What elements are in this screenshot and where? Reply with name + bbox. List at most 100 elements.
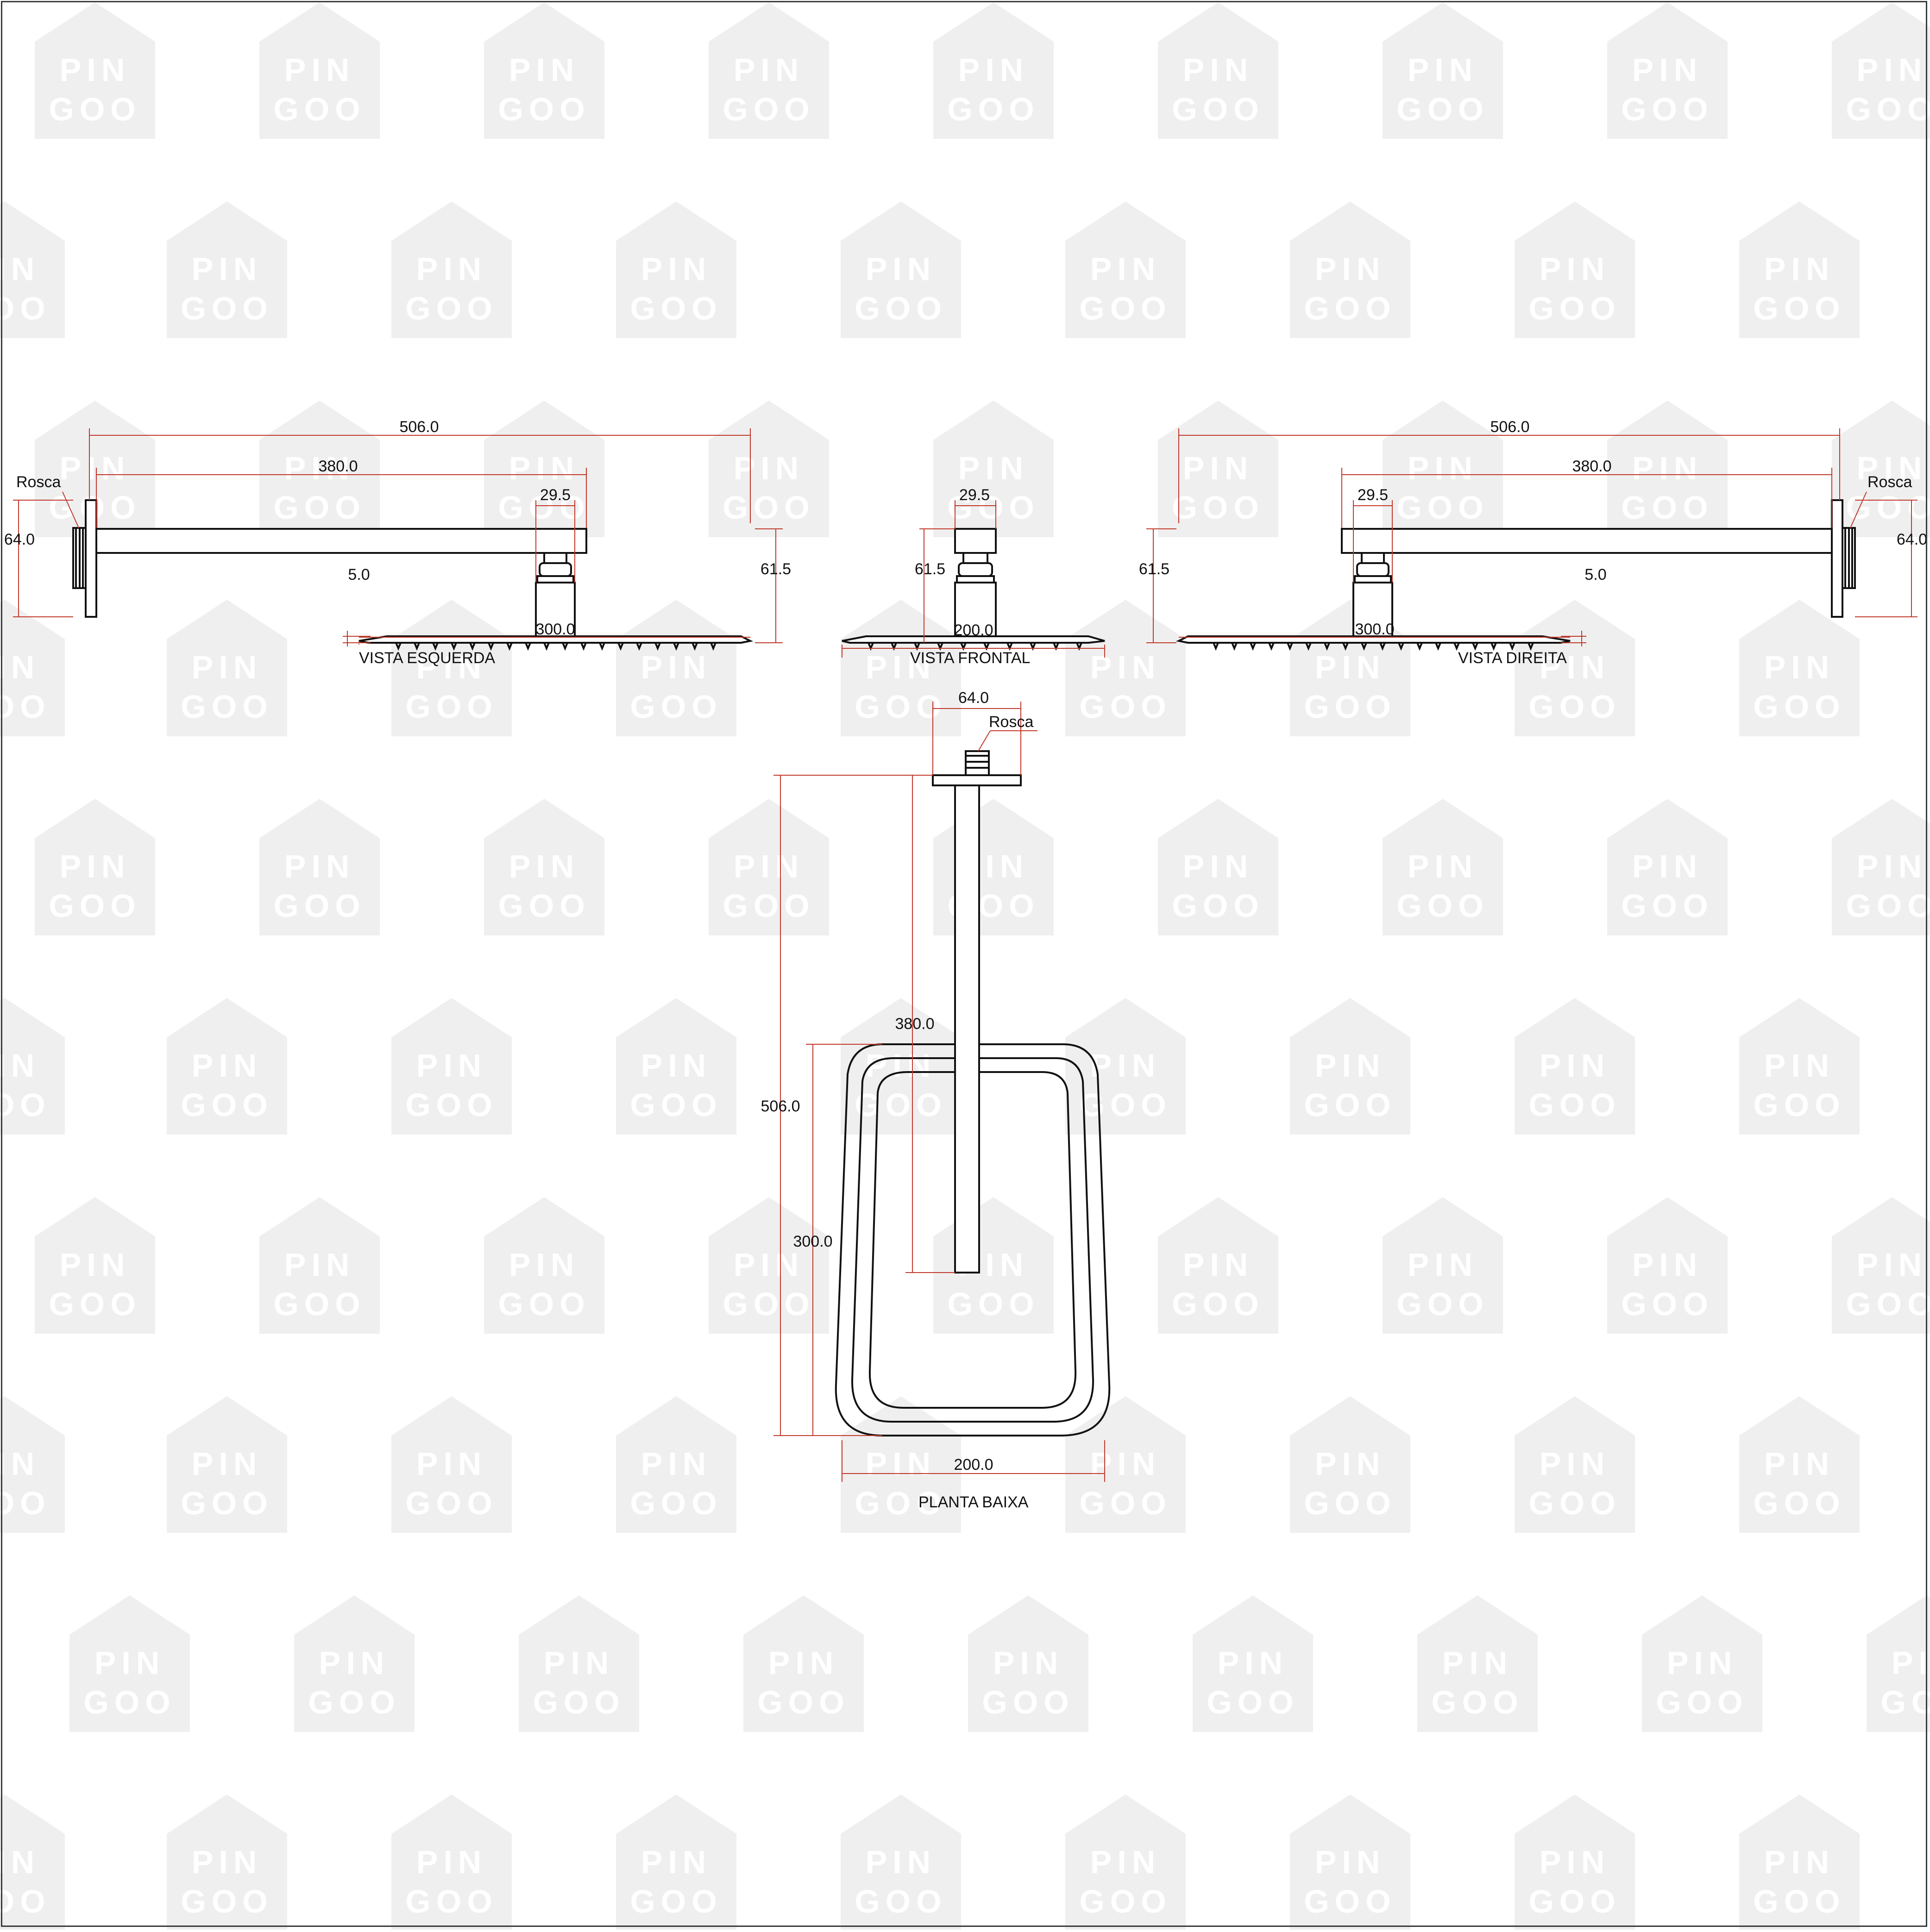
watermark-logo bbox=[1739, 600, 1860, 736]
right-connector bbox=[1352, 582, 1393, 637]
watermark-text: PIN bbox=[866, 251, 937, 287]
watermark-logo bbox=[69, 1595, 190, 1732]
watermark-text: PIN bbox=[1540, 649, 1610, 685]
left-dim-height: 61.5 bbox=[761, 560, 791, 578]
watermark-logo bbox=[1158, 401, 1278, 537]
watermark-text: GOO bbox=[855, 1485, 947, 1521]
watermark-text: GOO bbox=[1528, 1087, 1621, 1123]
watermark-text: GOO bbox=[1079, 689, 1171, 725]
plan-dim-head: 300.0 bbox=[793, 1233, 832, 1250]
left-arm bbox=[95, 528, 587, 554]
watermark-logo bbox=[484, 2, 604, 139]
watermark-logo bbox=[0, 201, 65, 338]
right-view-title: VISTA DIREITA bbox=[1458, 649, 1567, 667]
right-shower-head bbox=[1176, 635, 1571, 644]
left-dim-thickness: 5.0 bbox=[348, 566, 370, 583]
watermark-text: PIN bbox=[1183, 450, 1254, 486]
watermark-logo bbox=[0, 998, 65, 1135]
plan-dim-overall: 506.0 bbox=[761, 1098, 800, 1115]
watermark-logo bbox=[167, 998, 287, 1135]
watermark-logo bbox=[1383, 2, 1503, 139]
watermark-text: PIN bbox=[1540, 1048, 1610, 1084]
watermark-logo bbox=[167, 1396, 287, 1533]
plan-head-inner bbox=[851, 1057, 1094, 1423]
nozzle-tick bbox=[543, 642, 550, 651]
watermark-text: PIN bbox=[993, 1645, 1064, 1681]
watermark-text: PIN bbox=[1408, 848, 1478, 884]
watermark-logo bbox=[1290, 998, 1410, 1135]
watermark-text: PIN bbox=[0, 1048, 40, 1084]
watermark-logo bbox=[841, 600, 961, 736]
watermark-logo bbox=[1065, 201, 1186, 338]
watermark-text: GOO bbox=[1396, 888, 1489, 924]
watermark-text: PIN bbox=[866, 1844, 937, 1880]
watermark-text: GOO bbox=[498, 91, 590, 127]
watermark-text: GOO bbox=[1079, 1883, 1171, 1919]
watermark-logo bbox=[1607, 401, 1728, 537]
watermark-text: PIN bbox=[1315, 649, 1386, 685]
watermark-text: PIN bbox=[1218, 1645, 1289, 1681]
watermark-text: PIN bbox=[1183, 848, 1254, 884]
watermark-text: GOO bbox=[405, 1485, 497, 1521]
front-view-title: VISTA FRONTAL bbox=[910, 649, 1030, 667]
right-dim-flange: 64.0 bbox=[1897, 531, 1927, 548]
watermark-logo bbox=[391, 201, 512, 338]
watermark-logo bbox=[35, 401, 155, 537]
watermark-text: PIN bbox=[1315, 1844, 1386, 1880]
watermark-logo bbox=[616, 1396, 736, 1533]
watermark-text: PIN bbox=[1857, 52, 1928, 88]
watermark-text: PIN bbox=[509, 1247, 580, 1283]
nozzle-tick bbox=[1250, 642, 1256, 651]
watermark-text: PIN bbox=[866, 1048, 937, 1084]
left-view: 506.0 380.0 29.5 64.0 61.5 5.0 300.0 bbox=[4, 418, 791, 667]
watermark-logo bbox=[616, 998, 736, 1135]
watermark-text: PIN bbox=[1315, 1048, 1386, 1084]
watermark-text: GOO bbox=[1528, 290, 1621, 326]
watermark-text: GOO bbox=[1079, 1485, 1171, 1521]
right-dim-head: 300.0 bbox=[1355, 621, 1394, 638]
watermark-text: GOO bbox=[1753, 1485, 1845, 1521]
watermark-text: GOO bbox=[181, 1883, 273, 1919]
watermark-logo bbox=[1383, 401, 1503, 537]
watermark-logo bbox=[519, 1595, 639, 1732]
right-arm bbox=[1341, 528, 1833, 554]
watermark-text: PIN bbox=[958, 52, 1029, 88]
watermark-text: PIN bbox=[1540, 251, 1610, 287]
watermark-text: PIN bbox=[60, 848, 131, 884]
watermark-text: GOO bbox=[1304, 689, 1396, 725]
watermark-text: GOO bbox=[1396, 1286, 1489, 1322]
watermark-logo bbox=[933, 401, 1054, 537]
nozzle-tick bbox=[1528, 642, 1534, 651]
left-wall-flange bbox=[85, 499, 97, 618]
watermark-logo bbox=[616, 201, 736, 338]
nozzle-tick bbox=[617, 642, 624, 651]
watermark-text: PIN bbox=[1408, 450, 1478, 486]
watermark-logo bbox=[1383, 1197, 1503, 1334]
watermark-text: GOO bbox=[1846, 888, 1930, 924]
watermark-text: PIN bbox=[768, 1645, 839, 1681]
left-dim-flange: 64.0 bbox=[4, 531, 35, 548]
watermark-logo bbox=[0, 1396, 65, 1533]
watermark-text: PIN bbox=[1540, 1844, 1610, 1880]
watermark-text: PIN bbox=[1442, 1645, 1513, 1681]
nozzle-tick bbox=[1453, 642, 1460, 651]
watermark-text: PIN bbox=[94, 1645, 165, 1681]
watermark-text: GOO bbox=[630, 1087, 722, 1123]
watermark-text: PIN bbox=[866, 1446, 937, 1482]
watermark-text: GOO bbox=[723, 489, 815, 526]
nozzle-tick bbox=[1490, 642, 1497, 651]
watermark-text: PIN bbox=[641, 649, 712, 685]
watermark-text: GOO bbox=[1753, 1883, 1845, 1919]
watermark-text: GOO bbox=[1621, 888, 1713, 924]
watermark-text: GOO bbox=[273, 888, 365, 924]
watermark-text: GOO bbox=[0, 689, 51, 725]
watermark-text: GOO bbox=[1304, 290, 1396, 326]
front-arm-end bbox=[954, 528, 997, 554]
watermark-logo bbox=[1417, 1595, 1538, 1732]
watermark-text: GOO bbox=[498, 1286, 590, 1322]
watermark-text: GOO bbox=[855, 290, 947, 326]
right-dim-height: 61.5 bbox=[1139, 560, 1169, 578]
watermark-text: PIN bbox=[1090, 1844, 1161, 1880]
